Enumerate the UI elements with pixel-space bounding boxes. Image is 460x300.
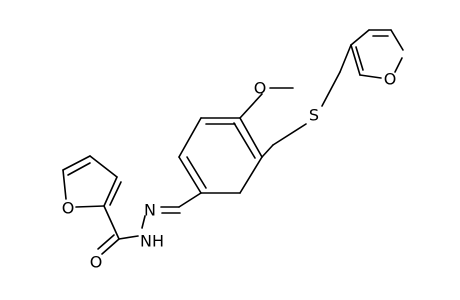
- imine-nitrogen-label: N: [144, 201, 156, 220]
- methoxy-group: [239, 87, 294, 119]
- thioether-linker: [261, 44, 352, 158]
- carbonyl-oxygen-label: O: [90, 253, 103, 272]
- furan-oxygen-right-label: O: [384, 70, 397, 89]
- furan-ring-left: [62, 155, 122, 208]
- furan-oxygen-left-label: O: [62, 199, 75, 218]
- benzene-ring: [178, 117, 263, 194]
- furan-ring-right: [350, 29, 404, 79]
- amide-nh-label: NH: [140, 232, 164, 251]
- hydrazone-chain: [97, 192, 202, 255]
- sulfur-label: S: [309, 106, 319, 125]
- methoxy-oxygen-label: O: [254, 79, 267, 98]
